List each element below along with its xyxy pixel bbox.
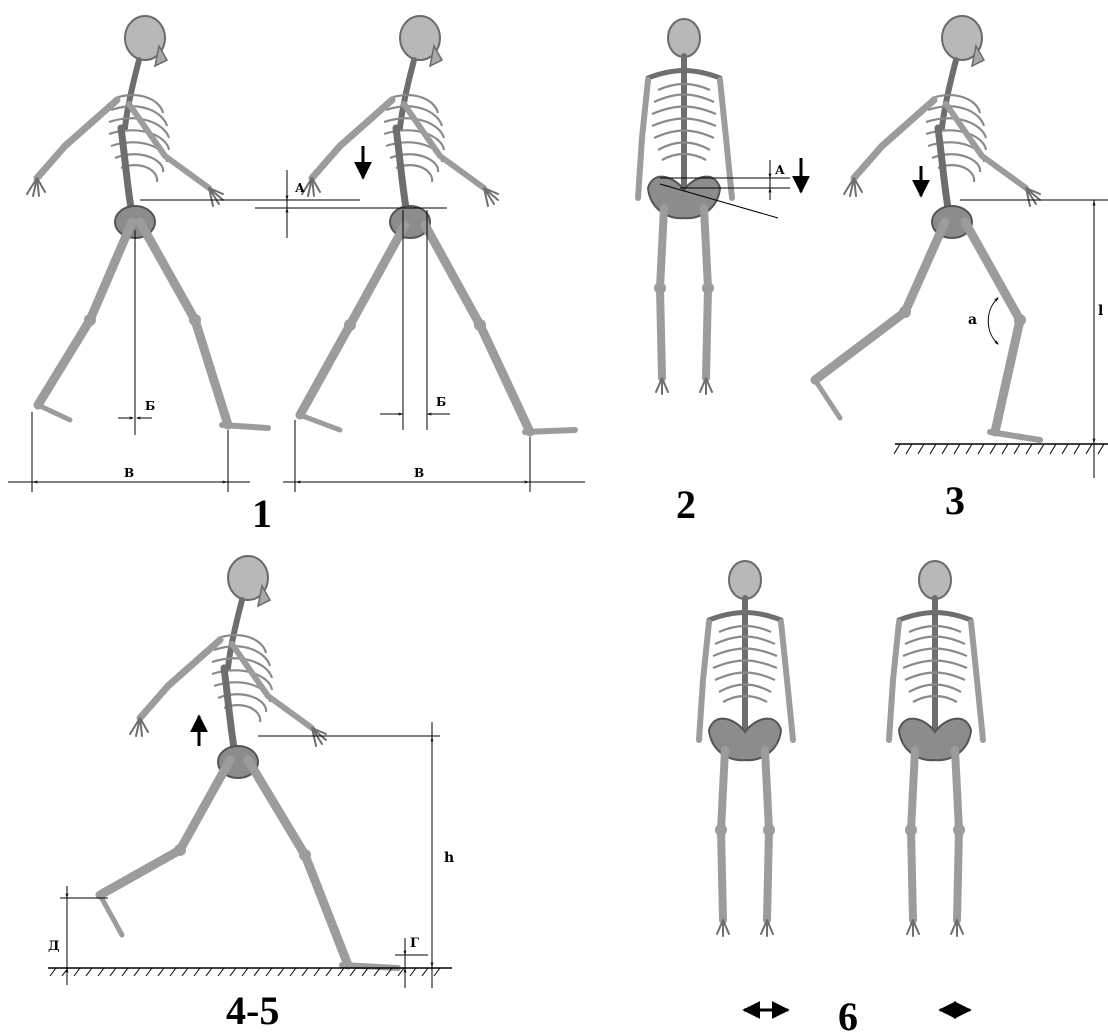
label-A-1: А	[295, 181, 305, 195]
label-a: a	[968, 312, 977, 328]
label-V-2: В	[414, 466, 424, 480]
label-l: l	[1098, 303, 1103, 319]
skeleton-4-5	[100, 556, 398, 968]
panel-4-5: h Д Г	[48, 556, 454, 1032]
panel-label-6: 6	[838, 994, 858, 1032]
skeleton-1b	[300, 16, 575, 432]
panel-6: 6	[699, 561, 983, 1032]
label-h: h	[444, 850, 454, 866]
skeleton-2	[638, 19, 732, 394]
panel-label-1: 1	[252, 491, 272, 536]
skeleton-6a	[699, 561, 793, 936]
panel-label-3: 3	[945, 478, 965, 523]
label-D: Д	[48, 939, 60, 954]
panel-label-4-5: 4-5	[226, 988, 279, 1032]
panel-1: А Б Б В В 1	[8, 16, 585, 536]
ground-hatch-3	[894, 444, 1104, 454]
skeleton-1a	[27, 16, 268, 428]
label-A-2: А	[775, 163, 785, 177]
label-B-1: Б	[145, 399, 155, 413]
label-B-2: Б	[436, 395, 446, 409]
label-V-1: В	[124, 466, 134, 480]
label-G: Г	[410, 936, 419, 951]
skeleton-3	[815, 16, 1040, 440]
panel-2: А 2	[638, 19, 801, 527]
panel-3: l a 3	[815, 16, 1108, 523]
skeleton-6b	[889, 561, 983, 936]
panel-label-2: 2	[676, 482, 696, 527]
